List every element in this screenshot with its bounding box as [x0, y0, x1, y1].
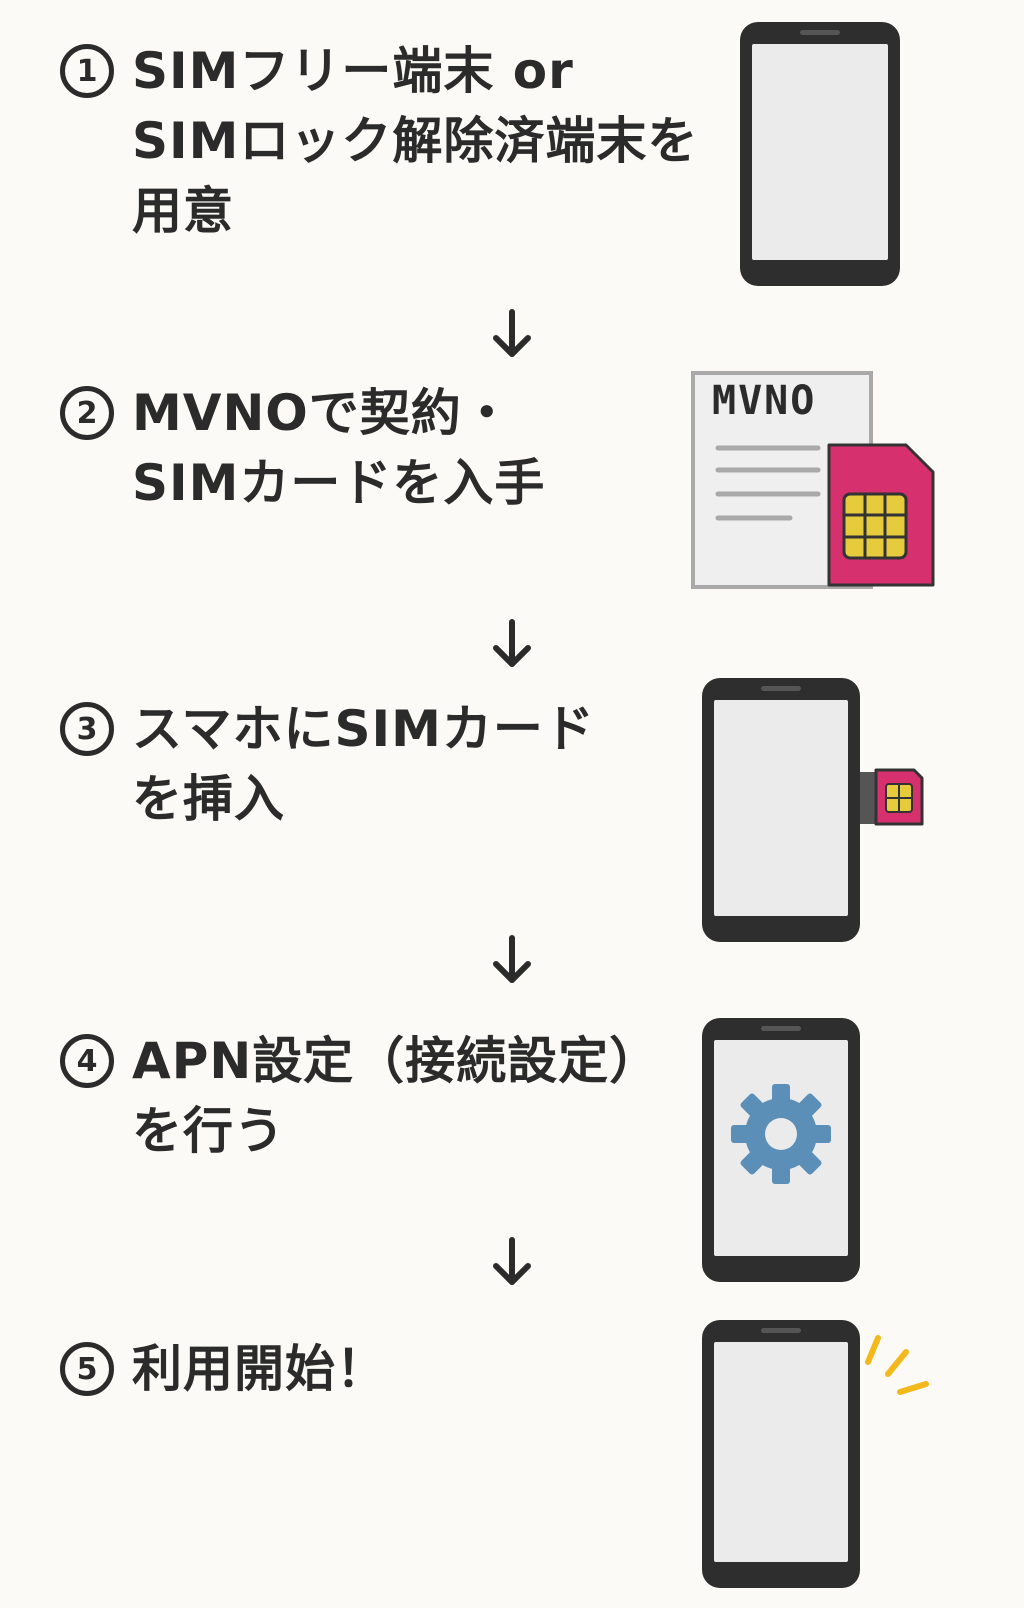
step-label-line: SIMフリー端末 or	[132, 42, 574, 100]
step-4: 4 APN設定（接続設定） を行う	[60, 1026, 680, 1166]
arrow-down-icon	[493, 1237, 531, 1285]
step-number: 4	[60, 1034, 114, 1088]
step-label-line: を行う	[132, 1102, 285, 1160]
step-2: 2 MVNOで契約・ SIMカードを入手	[60, 378, 680, 518]
step-label-line: APN設定（接続設定）	[132, 1032, 661, 1090]
step-number: 5	[60, 1342, 114, 1396]
step-label-line: 用意	[132, 182, 234, 240]
phone-ready-icon	[702, 1320, 929, 1588]
step-label: SIMフリー端末 or SIMロック解除済端末を 用意	[132, 36, 698, 246]
arrow-down-icon	[493, 935, 531, 983]
step-label-line: を挿入	[132, 770, 285, 828]
step-1: 1 SIMフリー端末 or SIMロック解除済端末を 用意	[60, 36, 697, 246]
document-label: MVNO	[712, 378, 817, 424]
phone-with-sim-icon	[702, 678, 924, 942]
step-5: 5 利用開始！	[60, 1334, 680, 1404]
spark-icon	[865, 1335, 929, 1395]
contract-sim-card-icon: MVNO	[690, 370, 940, 592]
step-label-line: スマホにSIMカード	[132, 700, 595, 758]
phone-gear-icon	[702, 1018, 860, 1282]
arrow-down-icon	[493, 309, 531, 357]
step-label-line: SIMカードを入手	[132, 454, 546, 512]
step-label: APN設定（接続設定） を行う	[132, 1026, 660, 1166]
step-number: 3	[60, 702, 114, 756]
step-label-line: MVNOで契約・	[132, 384, 513, 442]
step-label-line: SIMロック解除済端末を	[132, 112, 699, 170]
step-number: 2	[60, 386, 114, 440]
step-3: 3 スマホにSIMカード を挿入	[60, 694, 680, 834]
step-label: MVNOで契約・ SIMカードを入手	[132, 378, 545, 518]
step-number: 1	[60, 44, 114, 98]
gear-icon	[731, 1084, 831, 1184]
step-label: 利用開始！	[132, 1334, 387, 1404]
step-label: スマホにSIMカード を挿入	[132, 694, 595, 834]
sim-card-icon	[827, 443, 935, 587]
step-label-line: 利用開始！	[132, 1340, 387, 1398]
arrow-down-icon	[493, 619, 531, 667]
smartphone-icon	[740, 22, 900, 286]
